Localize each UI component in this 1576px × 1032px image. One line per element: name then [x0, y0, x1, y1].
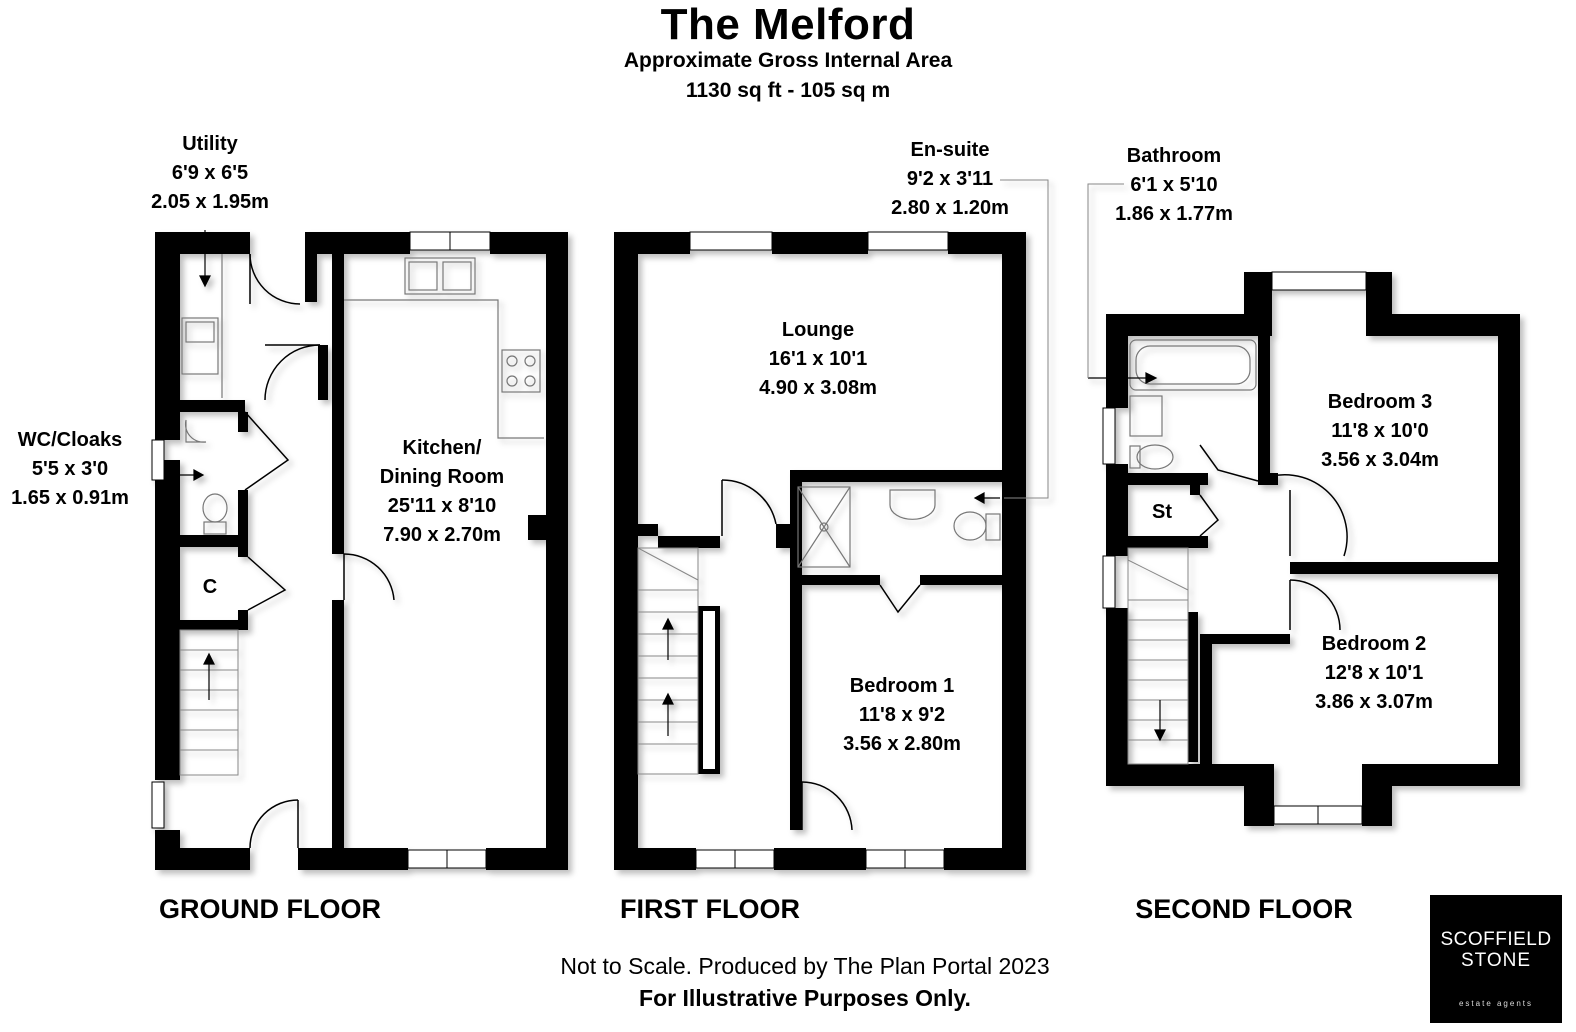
room-label-bedroom-1: Bedroom 1 11'8 x 9'2 3.56 x 2.80m [802, 672, 1002, 759]
room-name: Bedroom 1 [849, 675, 955, 697]
room-size-imperial: 12'8 x 10'1 [1324, 662, 1424, 684]
area-heading: Approximate Gross Internal Area [623, 49, 953, 72]
room-size-imperial: 6'1 x 5'10 [1130, 174, 1218, 196]
room-size-imperial: 25'11 x 8'10 [387, 495, 497, 517]
ground-floor-plan [151, 230, 568, 870]
logo-line-2: STONE [1460, 950, 1532, 971]
room-size-metric: 3.56 x 2.80m [843, 733, 961, 755]
floor-label-second: SECOND FLOOR [1135, 894, 1353, 924]
room-size-metric: 7.90 x 2.70m [383, 524, 501, 546]
floor-label-ground: GROUND FLOOR [159, 894, 381, 924]
floor-label-first: FIRST FLOOR [620, 894, 800, 924]
room-size-metric: 1.86 x 1.77m [1115, 203, 1233, 225]
agency-logo: SCOFFIELD STONE estate agents [1430, 895, 1562, 1023]
room-label-utility: Utility 6'9 x 6'5 2.05 x 1.95m [110, 130, 310, 217]
room-size-metric: 4.90 x 3.08m [759, 377, 877, 399]
area-value: 1130 sq ft - 105 sq m [685, 79, 891, 102]
room-name-line1: Kitchen/ [402, 437, 482, 459]
room-name: Lounge [781, 319, 855, 341]
room-size-metric: 1.65 x 0.91m [11, 487, 129, 509]
second-floor-plan [1087, 183, 1520, 826]
room-size-imperial: 6'9 x 6'5 [171, 162, 249, 184]
room-name: Utility [182, 133, 238, 155]
room-size-metric: 3.86 x 3.07m [1315, 691, 1433, 713]
logo-tagline: estate agents [1458, 999, 1534, 1008]
room-label-ensuite: En-suite 9'2 x 3'11 2.80 x 1.20m [850, 136, 1050, 223]
room-label-cupboard: C [202, 576, 218, 598]
room-name: Bedroom 3 [1327, 391, 1433, 413]
room-name: Bathroom [1126, 145, 1222, 167]
room-name: En-suite [910, 139, 990, 161]
room-size-metric: 2.05 x 1.95m [151, 191, 269, 213]
first-floor-plan [614, 179, 1049, 870]
room-label-bedroom-2: Bedroom 2 12'8 x 10'1 3.86 x 3.07m [1274, 630, 1474, 717]
room-label-store: St [1152, 501, 1172, 523]
room-name: WC/Cloaks [17, 429, 123, 451]
room-size-imperial: 11'8 x 9'2 [858, 704, 946, 726]
room-size-imperial: 5'5 x 3'0 [31, 458, 109, 480]
room-label-bedroom-3: Bedroom 3 11'8 x 10'0 3.56 x 3.04m [1280, 388, 1480, 475]
room-label-lounge: Lounge 16'1 x 10'1 4.90 x 3.08m [718, 316, 918, 403]
plan-title: The Melford [660, 0, 916, 49]
room-name: Bedroom 2 [1321, 633, 1427, 655]
room-size-imperial: 11'8 x 10'0 [1331, 420, 1429, 442]
room-label-bathroom: Bathroom 6'1 x 5'10 1.86 x 1.77m [1074, 142, 1274, 229]
logo-line-1: SCOFFIELD [1440, 929, 1552, 950]
room-label-wc-cloaks: WC/Cloaks 5'5 x 3'0 1.65 x 0.91m [0, 426, 160, 513]
disclaimer-scale: Not to Scale. Produced by The Plan Porta… [560, 953, 1050, 979]
room-name-line2: Dining Room [379, 466, 505, 488]
room-label-kitchen-dining: Kitchen/ Dining Room 25'11 x 8'10 7.90 x… [342, 434, 542, 550]
room-size-metric: 2.80 x 1.20m [891, 197, 1009, 219]
disclaimer-illustrative: For Illustrative Purposes Only. [639, 985, 971, 1011]
room-size-imperial: 16'1 x 10'1 [768, 348, 868, 370]
room-size-imperial: 9'2 x 3'11 [906, 168, 994, 190]
room-size-metric: 3.56 x 3.04m [1321, 449, 1439, 471]
